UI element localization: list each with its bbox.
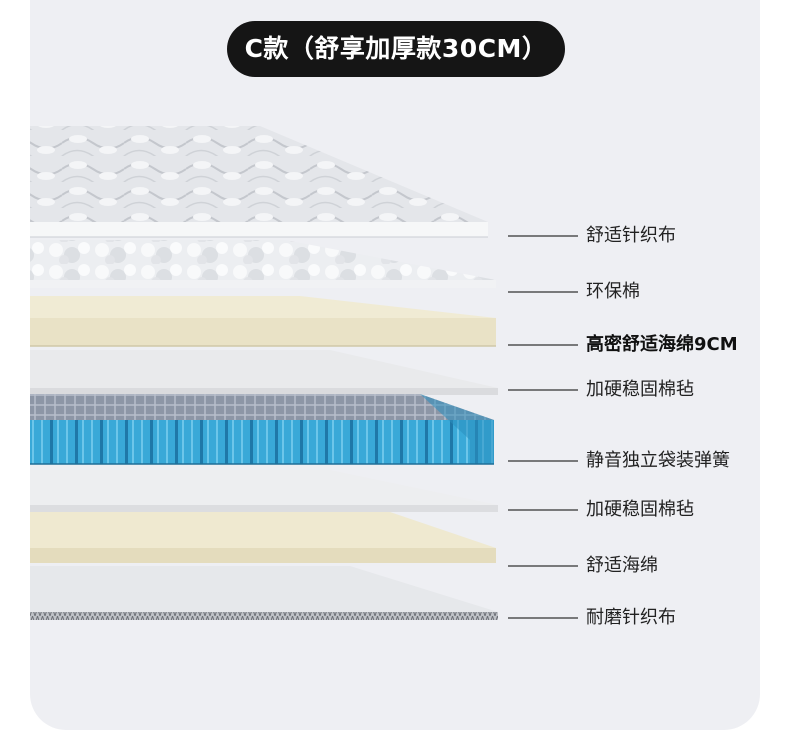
- layer-label: 加硬稳固棉毡: [586, 499, 694, 520]
- layer-label: 舒适针织布: [586, 225, 676, 246]
- layer-firm-felt-upper: [30, 350, 498, 395]
- layer-label: 舒适海绵: [586, 555, 658, 576]
- layer-label: 静音独立袋装弹簧: [586, 450, 730, 471]
- layer-firm-felt-lower: [30, 470, 498, 512]
- layer-label: 耐磨针织布: [586, 607, 676, 628]
- layer-label: 环保棉: [586, 281, 640, 302]
- layer-pocket-springs: [30, 394, 494, 465]
- layer-high-density-foam: [30, 296, 496, 347]
- layer-wear-knit-bottom: [30, 566, 498, 620]
- layer-label: 加硬稳固棉毡: [586, 379, 694, 400]
- layer-comfort-foam: [30, 512, 496, 563]
- layer-label: 高密舒适海绵9CM: [586, 334, 738, 355]
- leader-lines: [508, 235, 578, 619]
- model-title: C款（舒享加厚款30CM）: [227, 21, 565, 77]
- layer-knit-fabric-top: [30, 126, 488, 238]
- layer-eco-cotton: [30, 240, 496, 288]
